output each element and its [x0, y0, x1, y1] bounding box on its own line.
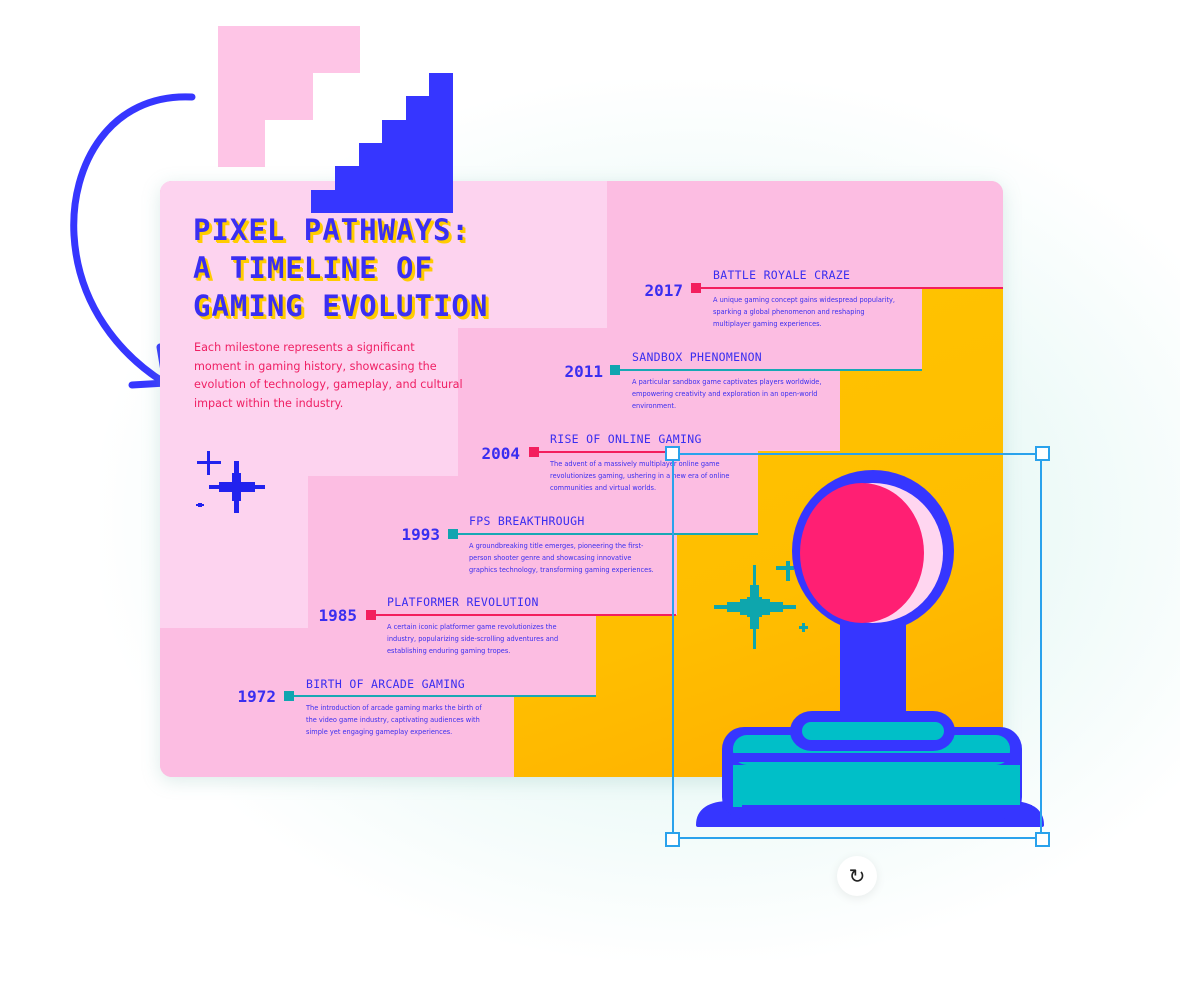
event-marker — [529, 447, 539, 457]
event-line — [620, 369, 922, 371]
event-marker — [691, 283, 701, 293]
event-title: BIRTH OF ARCADE GAMING — [306, 677, 465, 691]
event-line — [294, 695, 596, 697]
event-line — [539, 451, 679, 453]
infographic-title: PIXEL PATHWAYS: A TIMELINE OF GAMING EVO… — [193, 213, 489, 323]
event-description: The advent of a massively multiplayer on… — [550, 460, 730, 492]
event-title: SANDBOX PHENOMENON — [632, 350, 763, 364]
event-year: 1972 — [237, 687, 276, 706]
bg-step-5 — [160, 615, 596, 697]
event-year: 2011 — [564, 362, 603, 381]
event-year: 2004 — [481, 444, 520, 463]
event-description: A particular sandbox game captivates pla… — [632, 378, 822, 410]
event-description: The introduction of arcade gaming marks … — [306, 704, 482, 736]
event-line — [376, 614, 676, 616]
event-title: BATTLE ROYALE CRAZE — [713, 268, 851, 282]
resize-handle-top-left[interactable] — [665, 446, 680, 461]
resize-handle-bottom-left[interactable] — [665, 832, 680, 847]
bg-step-6 — [160, 697, 514, 777]
event-title: PLATFORMER REVOLUTION — [387, 595, 539, 609]
selection-box[interactable] — [672, 453, 1042, 839]
sparkle-teal-icon — [714, 561, 808, 649]
event-marker — [610, 365, 620, 375]
event-title: FPS BREAKTHROUGH — [469, 514, 585, 528]
event-marker — [284, 691, 294, 701]
event-description: A certain iconic platformer game revolut… — [387, 623, 559, 655]
resize-handle-bottom-right[interactable] — [1035, 832, 1050, 847]
event-description: A unique gaming concept gains widespread… — [713, 296, 896, 328]
rotate-icon: ↻ — [848, 864, 866, 888]
event-year: 1985 — [318, 606, 357, 625]
event-line — [701, 287, 1003, 289]
sparkle-icon — [196, 451, 265, 513]
event-title: RISE OF ONLINE GAMING — [550, 432, 702, 446]
rotate-button[interactable]: ↻ — [837, 856, 877, 896]
resize-handle-top-right[interactable] — [1035, 446, 1050, 461]
event-marker — [448, 529, 458, 539]
event-marker — [366, 610, 376, 620]
event-description: A groundbreaking title emerges, pioneeri… — [469, 542, 654, 574]
event-line — [458, 533, 758, 535]
intro-paragraph: Each milestone represents a significant … — [194, 341, 463, 410]
joystick-illustration[interactable] — [690, 465, 1055, 845]
event-year: 1993 — [401, 525, 440, 544]
event-year: 2017 — [644, 281, 683, 300]
